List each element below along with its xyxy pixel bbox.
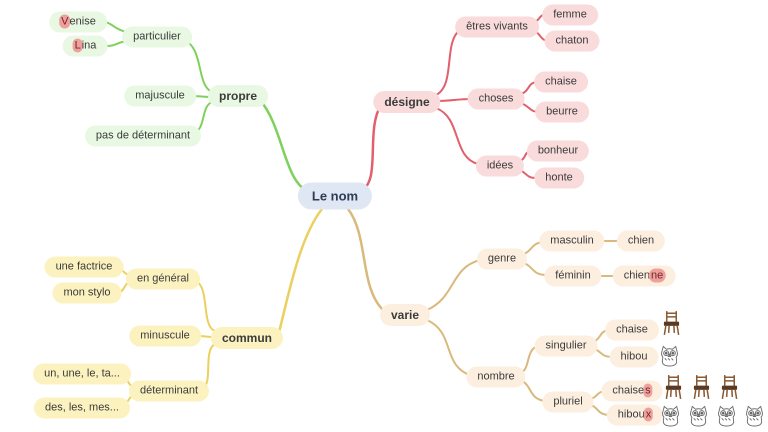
node-honte[interactable]: honte [534,167,584,189]
chair-icon [720,374,739,400]
node-chaises[interactable]: chaises [601,380,663,402]
node-chaton[interactable]: chaton [544,30,600,52]
node-pas-de-determinant[interactable]: pas de déterminant [84,125,202,147]
owl-icon-row [660,405,765,427]
highlight-letter: s [643,383,653,398]
node-varie[interactable]: varie [379,304,431,326]
node-feminin[interactable]: féminin [544,265,602,287]
chair-icon [692,374,711,400]
node-chaise-chose[interactable]: chaise [534,71,588,93]
node-hibou[interactable]: hibou [609,346,659,368]
node-masculin[interactable]: masculin [539,230,605,252]
node-genre[interactable]: genre [476,248,528,270]
node-chien[interactable]: chien [616,230,666,252]
highlight-letter: x [643,407,654,422]
node-un-une-le-ta[interactable]: un, une, le, ta... [33,363,131,385]
node-des-les-mes[interactable]: des, les, mes... [34,397,130,419]
node-etres-vivants[interactable]: êtres vivants [455,16,539,38]
node-designe[interactable]: désigne [373,91,441,113]
node-idees[interactable]: idées [475,155,525,177]
chair-icon [664,374,683,400]
node-particulier[interactable]: particulier [122,26,192,48]
node-choses[interactable]: choses [467,88,525,110]
node-majuscule[interactable]: majuscule [124,85,196,107]
node-femme[interactable]: femme [542,4,598,26]
owl-icon [716,405,737,427]
node-bonheur[interactable]: bonheur [526,140,590,162]
owl-icon [688,405,709,427]
node-singulier[interactable]: singulier [534,335,598,357]
node-venise[interactable]: Venise [49,11,107,33]
node-le-nom[interactable]: Le nom [297,182,373,210]
node-lina[interactable]: Lina [62,35,108,57]
node-une-factrice[interactable]: une factrice [44,256,124,278]
node-en-general[interactable]: en général [126,268,200,290]
highlight-letter: ne [649,268,666,283]
highlight-letter: L [72,38,83,53]
node-chaise-singulier[interactable]: chaise [605,319,659,341]
node-beurre[interactable]: beurre [535,101,589,123]
node-nombre[interactable]: nombre [466,366,526,388]
node-chienne[interactable]: chienne [612,265,676,287]
node-mon-stylo[interactable]: mon stylo [52,282,122,304]
node-propre[interactable]: propre [207,85,269,107]
chair-icon [662,310,681,341]
node-pluriel[interactable]: pluriel [542,391,594,413]
node-commun[interactable]: commun [210,327,284,349]
node-minuscule[interactable]: minuscule [129,325,201,347]
owl-icon [659,345,680,372]
highlight-letter: V [59,14,71,29]
node-hiboux[interactable]: hiboux [606,404,664,426]
owl-icon [744,405,765,427]
chair-icon-row [664,374,739,400]
node-determinant[interactable]: déterminant [128,380,210,402]
owl-icon [660,405,681,427]
